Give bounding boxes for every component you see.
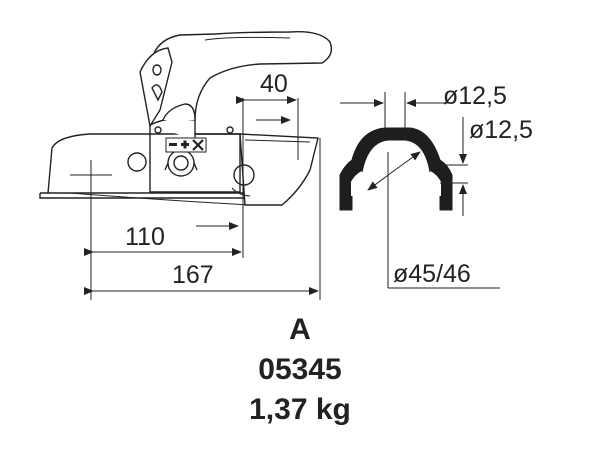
wear-indicator-symbols: [169, 139, 204, 151]
weight-label: 1,37 kg: [249, 393, 351, 426]
ball-socket-section: [339, 127, 453, 211]
dimension-40-label: 40: [260, 70, 288, 98]
dimension-lines-side: [70, 96, 321, 300]
dimension-labels: 40 110 167 ø12,5 ø12,5 ø45/46: [125, 70, 533, 289]
dimension-110-label: 110: [125, 223, 165, 251]
model-letter: A: [289, 313, 311, 346]
part-number: 05345: [258, 353, 342, 386]
dimension-bolt-top-label: ø12,5: [443, 82, 507, 110]
dimension-lines-section: [340, 92, 500, 289]
dimension-167-label: 167: [172, 261, 214, 289]
dimension-bolt-side-label: ø12,5: [469, 116, 533, 144]
dimension-ball-label: ø45/46: [393, 260, 471, 288]
coupling-side-view: [39, 31, 333, 206]
